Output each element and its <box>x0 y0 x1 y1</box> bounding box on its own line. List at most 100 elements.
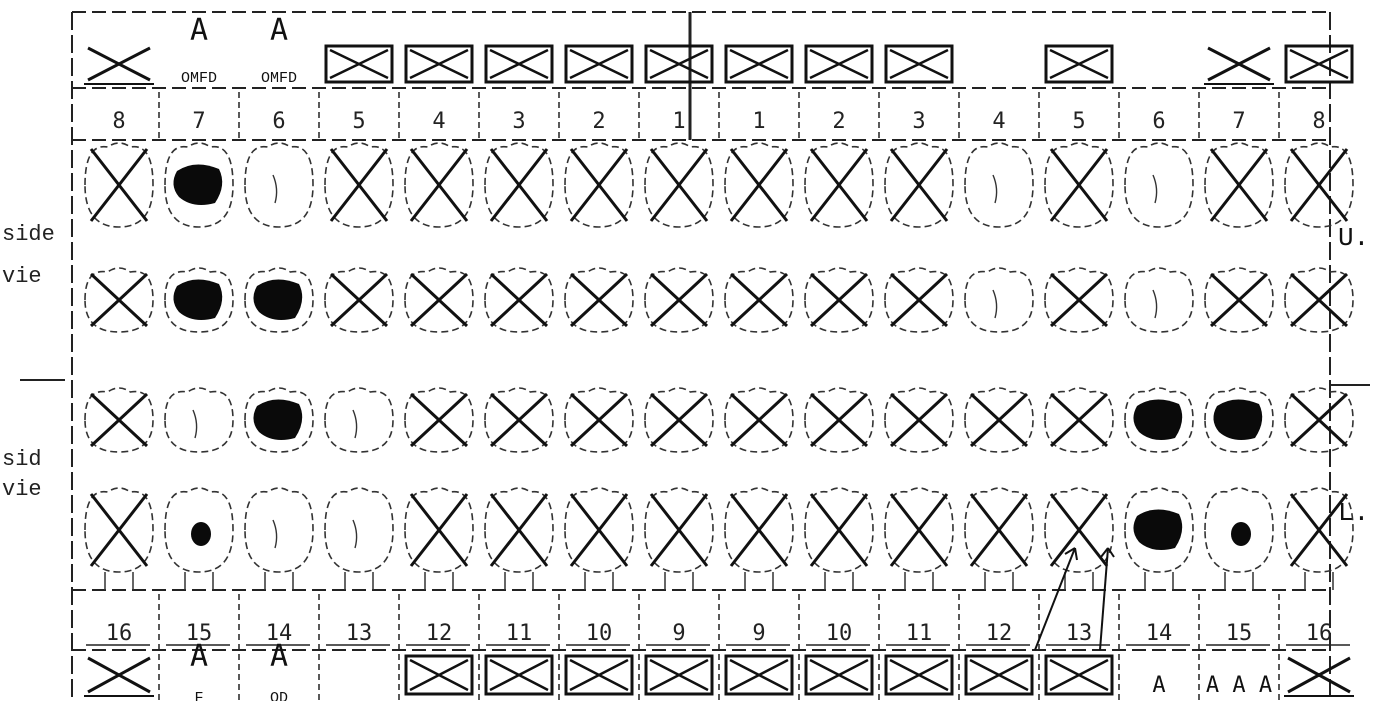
lower-restoration-letter: A A A <box>1206 673 1272 698</box>
tooth <box>645 143 713 227</box>
lower-extracted-box-mark <box>566 656 632 694</box>
tooth <box>1045 268 1113 332</box>
tooth <box>805 488 873 590</box>
tooth <box>405 388 473 452</box>
lower-tooth-number: 9 <box>752 621 765 646</box>
side-view-label-line2: vie <box>2 264 42 289</box>
tooth <box>1205 488 1273 590</box>
upper-extracted-box-mark <box>406 46 472 82</box>
lower-restoration-letter: A <box>270 639 288 674</box>
upper-tooth-number: 8 <box>1312 109 1325 134</box>
tooth <box>725 268 793 332</box>
tooth <box>645 268 713 332</box>
upper-restoration-letter: A <box>190 13 208 48</box>
upper-tooth-number: 1 <box>752 109 765 134</box>
upper-side-row <box>85 143 1353 227</box>
tooth <box>1285 268 1353 332</box>
upper-missing-x-mark <box>1204 48 1274 84</box>
lower-tooth-number: 10 <box>826 621 853 646</box>
tooth <box>165 143 233 227</box>
tooth <box>805 268 873 332</box>
tooth <box>85 268 153 332</box>
tooth <box>965 488 1033 590</box>
tooth <box>325 488 393 590</box>
lower-occlusal-row <box>85 388 1353 452</box>
tooth <box>885 488 953 590</box>
lower-restoration-letter: A <box>190 639 208 674</box>
lower-extracted-box-mark <box>486 656 552 694</box>
tooth <box>245 488 313 590</box>
lower-tooth-number: 16 <box>1306 621 1333 646</box>
tooth <box>1125 268 1193 332</box>
upper-tooth-number: 7 <box>1232 109 1245 134</box>
upper-tooth-number: 6 <box>272 109 285 134</box>
upper-marks-row: A OMFD A OMFD <box>84 13 1352 87</box>
lower-surface-code: OD <box>270 690 288 701</box>
lower-tooth-number: 11 <box>506 621 533 646</box>
tooth <box>1045 388 1113 452</box>
left-labels: side vie sid vie <box>2 222 65 502</box>
tooth <box>485 268 553 332</box>
lower-tooth-number: 14 <box>1146 621 1173 646</box>
tooth <box>485 143 553 227</box>
tooth <box>405 268 473 332</box>
upper-tooth-number: 2 <box>832 109 845 134</box>
lower-extracted-box-mark <box>726 656 792 694</box>
upper-extracted-box-mark <box>646 46 712 82</box>
tooth <box>1205 143 1273 227</box>
tooth <box>565 143 633 227</box>
upper-surface-code: OMFD <box>181 70 217 87</box>
tooth <box>805 143 873 227</box>
upper-tooth-number: 7 <box>192 109 205 134</box>
upper-tooth-number: 3 <box>912 109 925 134</box>
lower-missing-x-mark <box>1284 658 1354 696</box>
lower-extracted-box-mark <box>966 656 1032 694</box>
tooth <box>85 143 153 227</box>
upper-extracted-box-mark <box>566 46 632 82</box>
upper-extracted-box-mark <box>326 46 392 82</box>
lower-missing-x-mark <box>84 658 154 696</box>
upper-restoration-letter: A <box>270 13 288 48</box>
lower-extracted-box-mark <box>646 656 712 694</box>
upper-extracted-box-mark <box>486 46 552 82</box>
side-view-lower-label-line2: vie <box>2 477 42 502</box>
chart-frame <box>72 12 1370 701</box>
lower-tooth-number: 11 <box>906 621 933 646</box>
tooth <box>805 388 873 452</box>
upper-surface-code: OMFD <box>261 70 297 87</box>
tooth <box>565 388 633 452</box>
tooth <box>885 268 953 332</box>
lower-tooth-number: 16 <box>106 621 133 646</box>
tooth <box>965 143 1033 227</box>
tooth <box>245 143 313 227</box>
lower-tooth-number: 9 <box>672 621 685 646</box>
lower-extracted-box-mark <box>806 656 872 694</box>
tooth <box>485 488 553 590</box>
lower-tooth-number: 10 <box>586 621 613 646</box>
upper-tooth-number: 5 <box>1072 109 1085 134</box>
tooth <box>245 388 313 452</box>
tooth <box>165 488 233 590</box>
tooth <box>645 388 713 452</box>
upper-tooth-number: 4 <box>992 109 1005 134</box>
tooth <box>1285 143 1353 227</box>
tooth <box>885 388 953 452</box>
tooth <box>565 488 633 590</box>
tooth <box>85 488 153 590</box>
lower-side-row <box>85 488 1353 590</box>
tooth <box>965 388 1033 452</box>
tooth <box>885 143 953 227</box>
tooth <box>1285 388 1353 452</box>
lower-restoration-letter: A <box>1152 673 1165 698</box>
upper-occlusal-row <box>85 268 1353 332</box>
upper-tooth-number: 6 <box>1152 109 1165 134</box>
tooth <box>245 268 313 332</box>
tooth <box>725 143 793 227</box>
lower-surface-code: F <box>194 690 203 701</box>
lower-extracted-box-mark <box>406 656 472 694</box>
upper-tooth-number: 3 <box>512 109 525 134</box>
lower-arch-label: L. <box>1338 498 1369 528</box>
upper-tooth-number: 8 <box>112 109 125 134</box>
